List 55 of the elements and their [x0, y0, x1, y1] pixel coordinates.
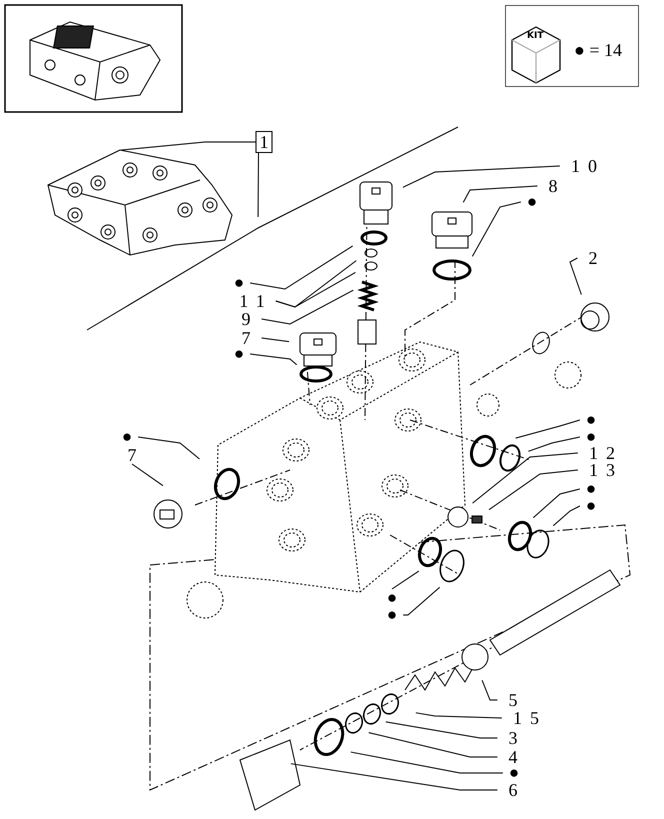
callout-number: 7: [230, 329, 262, 347]
leader-line: [258, 152, 259, 218]
leader-line: [368, 732, 498, 758]
callout-bullet: ●: [580, 428, 602, 446]
leader-line: [290, 763, 498, 790]
callout-number: 10: [560, 157, 608, 175]
callout-number: 1: [256, 131, 272, 153]
callout-bullet: ●: [380, 606, 404, 624]
callout-bullet: ●: [580, 480, 602, 498]
callout-number: 2: [577, 249, 609, 267]
leader-line: [385, 721, 498, 738]
leader-line: [350, 752, 504, 774]
leader-line: [552, 506, 580, 526]
leader-line: [528, 436, 580, 452]
leader-line: [532, 488, 580, 518]
callout-number: 7: [116, 446, 148, 464]
leader-line: [402, 586, 440, 616]
callout-number: 12: [578, 444, 626, 462]
callout-bullet: ●: [380, 589, 404, 607]
valve-assembly-drawing: [47, 149, 233, 256]
kit-label: KIT: [527, 31, 544, 41]
callout-number: 13: [578, 461, 626, 479]
leader-line: [261, 338, 290, 342]
leader-line: [462, 186, 538, 203]
leader-line: [472, 452, 578, 504]
callout-number: 6: [497, 781, 529, 799]
callout-number: 8: [537, 177, 569, 195]
leader-line: [482, 680, 498, 700]
leader-line: [250, 354, 298, 366]
callout-number: 15: [502, 709, 550, 727]
leader-line: [138, 436, 200, 460]
leader-line: [472, 202, 522, 257]
leader-line: [488, 470, 578, 510]
callout-number: 11: [228, 292, 276, 310]
leader-line: [250, 245, 354, 290]
leader-line: [515, 420, 580, 439]
callout-bullet: ●: [116, 428, 138, 446]
leader-line: [275, 272, 356, 308]
callout-number: 3: [497, 729, 529, 747]
leader-line: [132, 464, 164, 486]
callout-bullet: ●: [228, 345, 250, 363]
callout-bullet: ●: [580, 411, 602, 429]
callout-bullet: ●: [520, 193, 544, 211]
callout-bullet: ●: [580, 497, 602, 515]
callout-bullet: ●: [228, 274, 250, 292]
callout-bullet: ●: [502, 764, 526, 782]
leader-line: [261, 290, 354, 325]
leader-line: [415, 712, 502, 718]
leader-line: [402, 166, 560, 188]
callout-number: 4: [497, 748, 529, 766]
leader-line: [569, 258, 582, 296]
leader-line: [392, 570, 420, 590]
callout-number: 9: [230, 310, 262, 328]
leader-line: [121, 142, 256, 150]
callout-number: 5: [497, 691, 529, 709]
